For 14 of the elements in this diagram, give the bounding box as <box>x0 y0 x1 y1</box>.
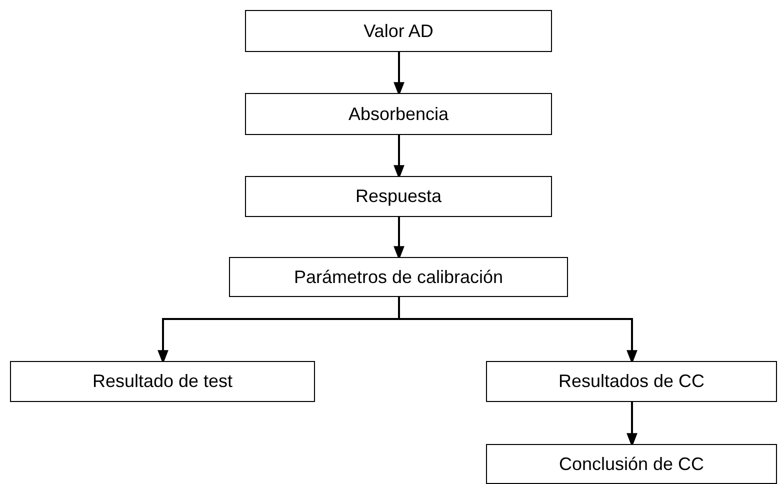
process-box <box>10 361 315 402</box>
process-box <box>229 257 568 297</box>
process-box <box>245 10 552 52</box>
process-box <box>486 361 777 402</box>
box-label: Respuesta <box>355 186 442 207</box>
process-box <box>245 93 552 135</box>
box-label: Resultado de test <box>92 371 233 392</box>
box-label: Absorbencia <box>348 104 449 124</box>
box-label: Resultados de CC <box>558 371 705 392</box>
box-label: Conclusión de CC <box>558 454 704 474</box>
box-label: Valor AD <box>364 20 434 42</box>
process-box <box>245 176 552 217</box>
process-box <box>486 444 777 484</box>
box-label: Parámetros de calibración <box>294 266 504 288</box>
